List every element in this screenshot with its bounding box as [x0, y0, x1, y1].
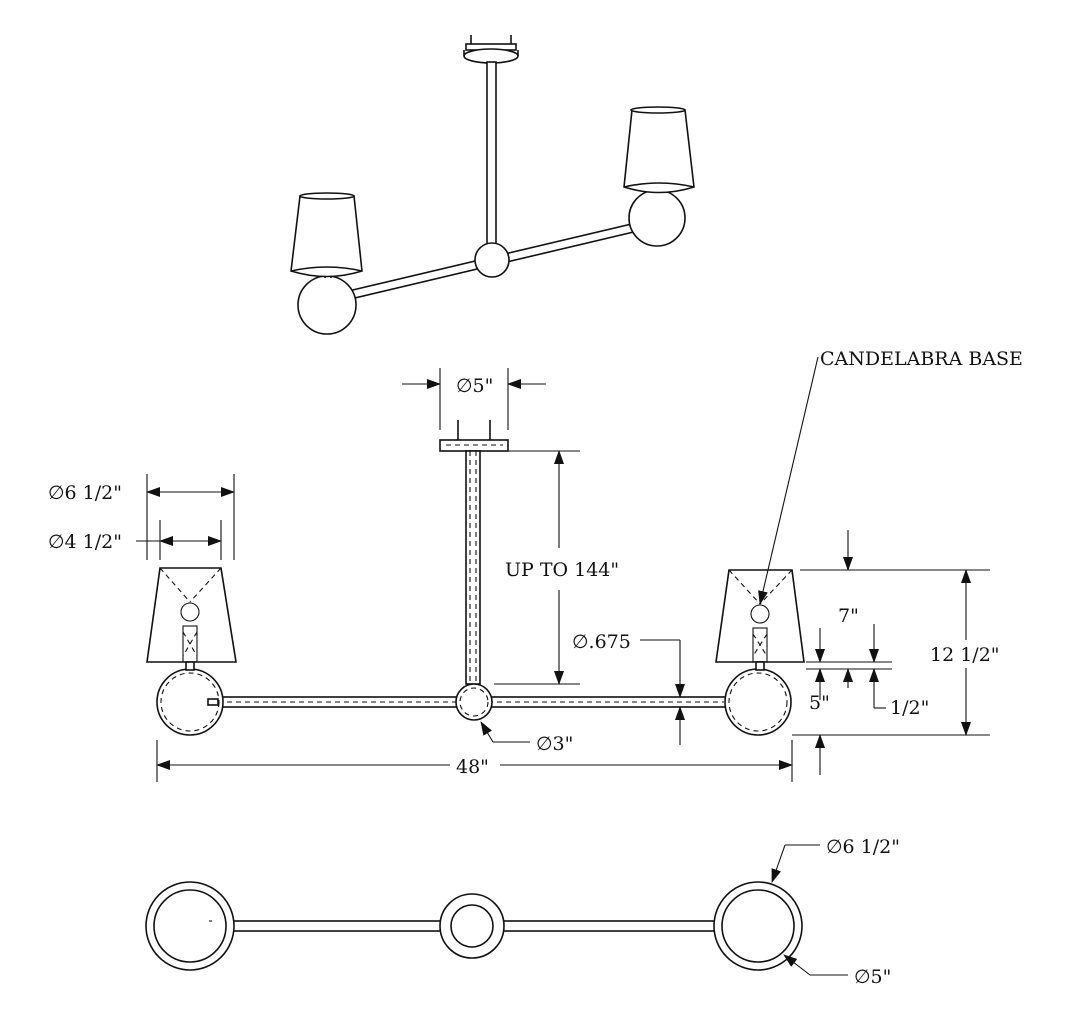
plan-right-globe — [713, 881, 803, 971]
dim-hub-diameter: ∅3" — [480, 721, 573, 755]
dim-arm-diameter: ∅.675 — [572, 631, 685, 745]
dim-stem-height: UP TO 144" — [494, 450, 619, 685]
dim-shade-bottom-diameter: ∅4 1/2" — [48, 520, 222, 560]
label-shade-top-dia: ∅6 1/2" — [48, 482, 122, 504]
label-plan-inner-dia: ∅5" — [854, 966, 891, 988]
elevation-right-globe — [724, 668, 792, 736]
label-socket-gap: 1/2" — [890, 697, 929, 719]
label-candelabra-base: CANDELABRA BASE — [820, 348, 1023, 370]
plan-view: ∅6 1/2" ∅5" — [145, 836, 900, 988]
perspective-canopy — [463, 35, 519, 64]
dim-overall-height: 12 1/2" — [930, 569, 1000, 736]
dim-globe-height: 5" — [792, 692, 990, 775]
label-arm-dia: ∅.675 — [572, 631, 631, 653]
perspective-hub — [474, 242, 510, 278]
label-overall-height: 12 1/2" — [930, 644, 1000, 666]
label-hub-dia: ∅3" — [536, 733, 573, 755]
dim-canopy-diameter: ∅5" — [402, 368, 546, 430]
dim-plan-outer-diameter: ∅6 1/2" — [771, 836, 900, 883]
elevation-right-shade — [715, 569, 805, 671]
elevation-left-globe — [156, 668, 224, 736]
dim-socket-gap: 1/2" — [806, 624, 929, 719]
plan-left-globe — [145, 881, 235, 971]
perspective-view — [290, 35, 695, 335]
elevation-canopy — [439, 420, 509, 452]
dim-shade-height: 7" — [800, 530, 990, 700]
plan-hub — [439, 893, 505, 959]
label-canopy-dia: ∅5" — [456, 375, 493, 397]
label-shade-height: 7" — [838, 605, 859, 627]
dim-plan-inner-diameter: ∅5" — [783, 954, 891, 988]
dim-overall-width: 48" — [156, 740, 793, 782]
perspective-left-lamp — [290, 192, 363, 335]
label-stem-height: UP TO 144" — [505, 559, 619, 581]
label-shade-bottom-dia: ∅4 1/2" — [48, 531, 122, 553]
dim-shade-top-diameter: ∅6 1/2" — [48, 474, 235, 560]
label-plan-outer-dia: ∅6 1/2" — [826, 836, 900, 858]
label-globe-height: 5" — [809, 692, 830, 714]
elevation-hub — [455, 683, 493, 721]
elevation-stem — [465, 450, 481, 685]
elevation-view: ∅5" ∅6 1/2" ∅4 1/2" UP TO 144" — [48, 348, 1023, 782]
perspective-stem — [486, 61, 497, 245]
label-overall-width: 48" — [456, 756, 489, 778]
elevation-left-shade — [146, 567, 237, 671]
candelabra-base-callout: CANDELABRA BASE — [758, 348, 1023, 605]
perspective-right-lamp — [623, 106, 695, 247]
